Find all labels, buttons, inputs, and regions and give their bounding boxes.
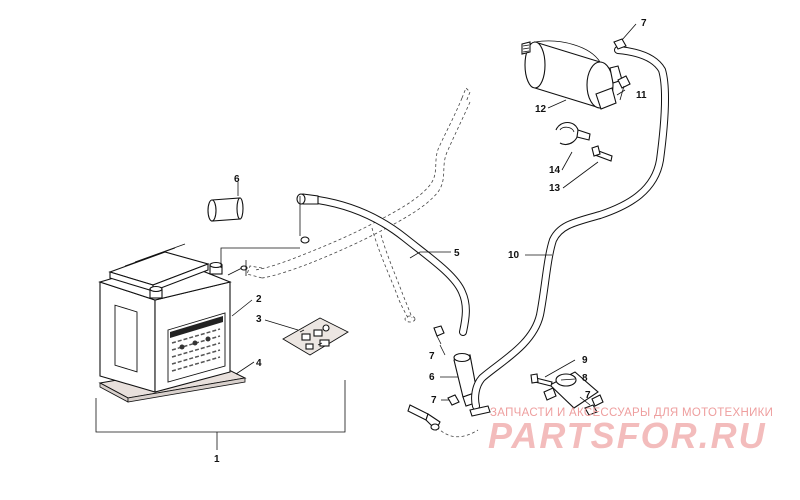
callout-1: 1: [214, 454, 220, 465]
callout-11: 11: [636, 90, 647, 101]
callout-10: 10: [508, 250, 520, 261]
nut-top: [613, 38, 627, 50]
callout-13: 13: [549, 183, 561, 194]
battery-terminal-positive: [149, 285, 163, 299]
bolt-upper-left: [433, 325, 445, 345]
callout-7-b: 7: [431, 395, 437, 406]
lead-wire: [407, 404, 491, 438]
callout-9: 9: [582, 355, 588, 366]
nut-lower-left: [447, 394, 460, 406]
callout-14: 14: [549, 165, 561, 176]
starter-bolt: [617, 75, 631, 101]
watermark: ЗАПЧАСТИ И АКСЕССУАРЫ ДЛЯ МОТОТЕХНИКИ PA…: [488, 407, 773, 456]
starter-cable: [471, 46, 670, 410]
callout-12: 12: [535, 104, 547, 115]
callout-4: 4: [256, 358, 262, 369]
phantom-harness: [246, 87, 471, 323]
callout-8: 8: [582, 373, 588, 384]
callout-6-upper: 6: [234, 174, 240, 185]
starter-motor: [521, 40, 623, 110]
callout-3: 3: [256, 314, 262, 325]
assembly-bracket: [95, 380, 346, 450]
battery-warning-label: [167, 312, 226, 383]
cable-clamp: [555, 121, 591, 146]
callout-7-d: 7: [641, 18, 647, 29]
watermark-brand: PARTSFOR.RU: [488, 415, 767, 456]
clamp-bolt: [591, 145, 613, 162]
callout-5: 5: [454, 248, 460, 259]
nut-lower-right: [584, 404, 598, 416]
callout-7-c: 7: [585, 390, 591, 401]
watermark-tagline: ЗАПЧАСТИ И АКСЕССУАРЫ ДЛЯ МОТОТЕХНИКИ: [490, 407, 773, 419]
callout-2: 2: [256, 294, 262, 305]
terminal-boot-upper: [207, 197, 244, 222]
starter-solenoid: [543, 371, 604, 409]
callout-7-a: 7: [429, 351, 435, 362]
solenoid-bolt: [530, 373, 553, 387]
leader-lines: [220, 23, 637, 406]
battery-terminal-negative: [209, 261, 223, 275]
terminal-hardware-kit: [282, 317, 349, 356]
callouts: 1 2 3 4 5 6 6 7 7 7 7 8 9 10 11 12 13 14: [214, 18, 647, 465]
battery-cable: [296, 193, 470, 336]
callout-6-lower: 6: [429, 372, 435, 383]
